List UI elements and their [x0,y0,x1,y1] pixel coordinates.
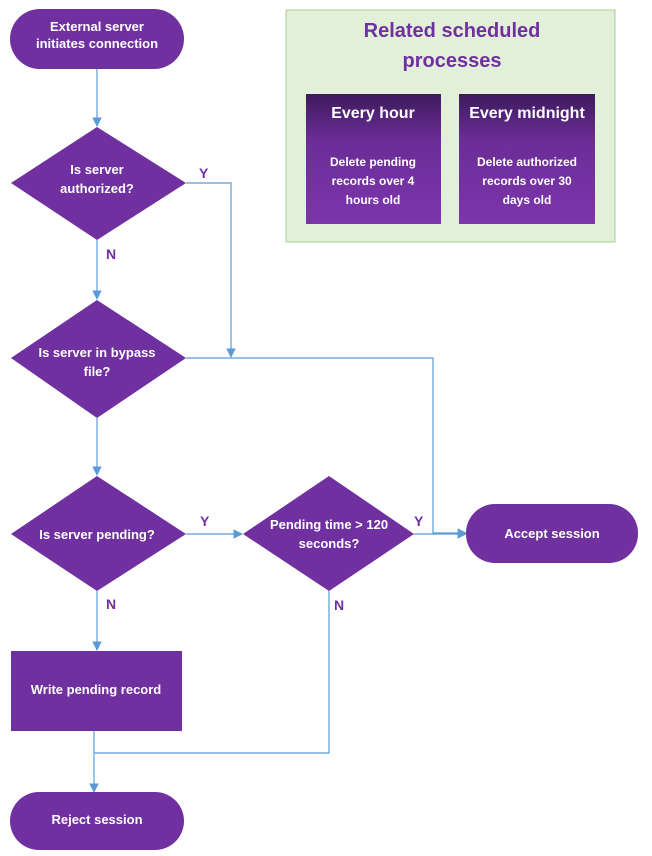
svg-text:Accept session: Accept session [504,526,599,541]
pending-decision: Is server pending? [11,476,186,591]
pending-no-label: N [106,596,116,612]
edge-pending-time-no [94,591,330,754]
every-midnight-title: Every midnight [469,105,585,122]
authorized-no-label: N [106,246,116,262]
authorized-yes-label: Y [199,165,209,181]
pending-decision-text: Is server pending? [39,527,155,542]
svg-text:Write pending record: Write pending record [31,682,162,697]
reject-node: Reject session [10,792,184,850]
edge-bypass-yes [186,357,467,538]
svg-text:Is server pending?: Is server pending? [39,527,155,542]
write-pending-node: Write pending record [11,651,182,731]
svg-text:Reject session: Reject session [51,812,142,827]
connectors [89,69,467,793]
reject-node-text: Reject session [51,812,142,827]
accept-node: Accept session [466,504,638,563]
pending-time-yes-label: Y [414,513,424,529]
every-hour-title: Every hour [331,105,415,122]
accept-node-text: Accept session [504,526,599,541]
pending-yes-label: Y [200,513,210,529]
write-pending-node-text: Write pending record [31,682,162,697]
pending-time-no-label: N [334,597,344,613]
edge-authorized-yes [186,182,236,358]
